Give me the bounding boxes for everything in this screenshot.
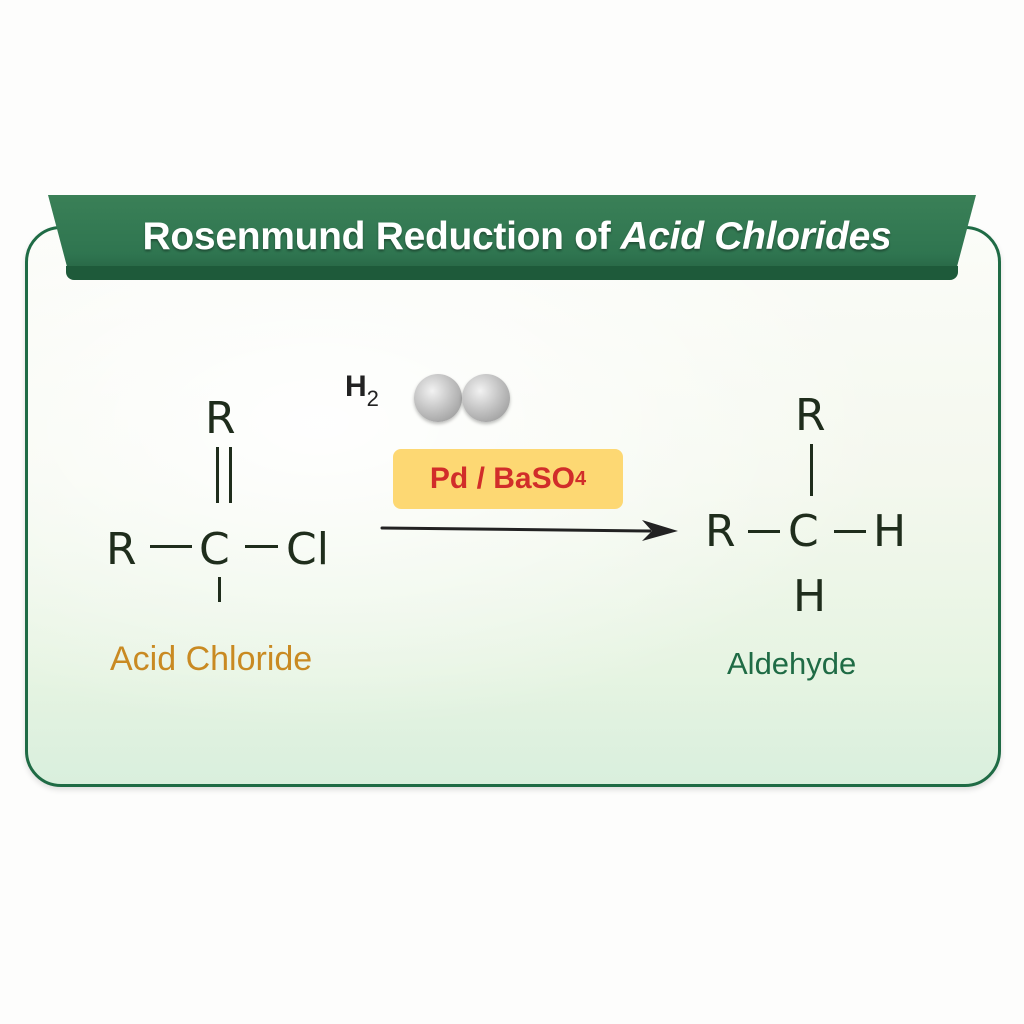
reactant-bond-left (150, 545, 192, 548)
double-bond-line-1 (216, 447, 219, 503)
catalyst-subscript: 4 (574, 467, 587, 490)
product-bond-top (810, 444, 813, 496)
reaction-arrow-icon (380, 520, 678, 541)
title-banner (48, 195, 976, 279)
double-bond-line-2 (229, 447, 232, 503)
hydrogen-atom-sphere-icon (462, 374, 510, 422)
product-atom-right: H (873, 506, 907, 557)
page-title: Rosenmund Reduction of Acid Chlorides (48, 195, 976, 279)
product-bond-right (834, 530, 866, 533)
title-italic: Acid Chlorides (620, 215, 892, 258)
hydrogen-subscript: 2 (366, 386, 379, 411)
title-main: Rosenmund Reduction of (142, 215, 611, 258)
title-banner-shadow (66, 266, 958, 280)
reactant-bond-right (245, 545, 278, 548)
product-atom-top: R (795, 390, 826, 441)
hydrogen-symbol: H (345, 370, 367, 403)
reactant-atom-left: R (106, 524, 137, 575)
hydrogen-label: H2 (345, 370, 379, 412)
reactant-label: Acid Chloride (110, 640, 313, 678)
product-atom-left: R (705, 506, 736, 557)
product-bond-left (748, 530, 780, 533)
product-atom-bottom: H (793, 571, 827, 622)
reactant-atom-right: Cl (286, 524, 329, 575)
hydrogen-atom-sphere-icon (414, 374, 462, 422)
catalyst-text: Pd / BaSO (429, 462, 575, 495)
product-atom-center: C (788, 506, 819, 557)
reactant-atom-center: C (199, 524, 230, 575)
reactant-bond-bottom (218, 577, 221, 602)
product-label: Aldehyde (727, 646, 857, 681)
reactant-atom-top: R (205, 393, 236, 444)
